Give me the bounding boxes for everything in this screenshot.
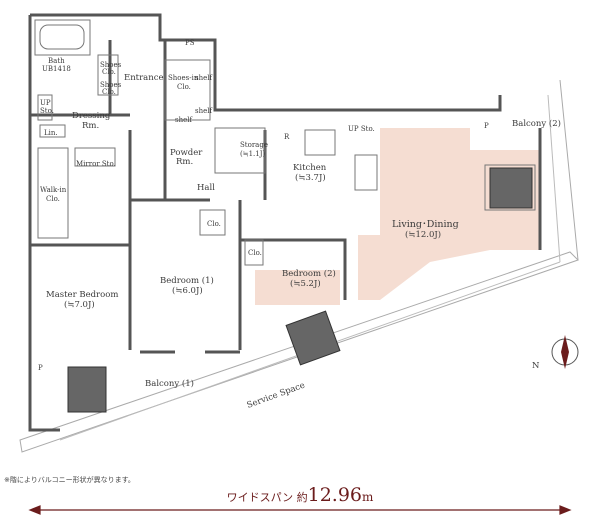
bedroom2-floor-tint xyxy=(255,270,340,305)
bath-code: UB1418 xyxy=(42,65,71,73)
bedroom1-sub: (≒6.0J) xyxy=(172,285,203,296)
compass: N xyxy=(532,335,579,371)
shelf-label-1: shelf xyxy=(195,74,213,82)
shoes-clo-1-sub: Clo. xyxy=(102,68,116,76)
walk-in-label: Walk-in xyxy=(40,186,67,194)
compass-north-label: N xyxy=(532,361,540,371)
living-label: Living･Dining xyxy=(392,219,459,230)
thin-walls xyxy=(34,19,536,266)
balcony2-label: Balcony (2) xyxy=(512,118,561,129)
linen-label: Lin. xyxy=(44,129,58,137)
balcony1-label: Balcony (1) xyxy=(145,378,194,389)
living-floor-tint xyxy=(358,128,540,300)
mirror-sto-label: Mirror Sto. xyxy=(76,160,116,168)
clo-label-1: Clo. xyxy=(207,220,221,228)
balcony2-ac-unit xyxy=(489,167,533,209)
ps-label: PS xyxy=(185,39,195,47)
balcony1-ac-unit xyxy=(67,366,107,413)
service-ac-unit xyxy=(285,310,341,366)
master-bedroom-label: Master Bedroom xyxy=(46,290,118,300)
powder-label: Powder xyxy=(170,148,203,158)
storage-label: Storage xyxy=(240,141,268,149)
bathtub xyxy=(39,24,85,50)
up-sto-label: UP xyxy=(40,99,51,107)
shelf-label-2: shelf xyxy=(195,107,213,115)
clo-label-2: Clo. xyxy=(248,249,262,257)
shoes-clo-1-label: Shoes xyxy=(100,61,122,69)
up-sto-sub: Sto. xyxy=(40,107,54,115)
bedroom2-sub: (≒5.2J) xyxy=(290,278,321,289)
shoes-clo-2-sub: Clo. xyxy=(102,88,116,96)
fridge-mark: R xyxy=(284,133,290,141)
service-space-edge-right2 xyxy=(547,94,561,263)
shoes-in-label: Shoes-in xyxy=(168,74,199,82)
hall-label: Hall xyxy=(197,183,215,193)
p-mark-1: P xyxy=(38,364,43,372)
shelf-label-3: shelf xyxy=(175,116,193,124)
storage-sub: (≒1.1J) xyxy=(240,150,266,158)
bedroom2-label: Bedroom (2) xyxy=(282,268,336,279)
master-bedroom-sub: (≒7.0J) xyxy=(64,299,95,310)
wide-span-label: ワイドスパン 約12.96m xyxy=(0,484,600,506)
dressing-label: Dressing xyxy=(72,111,111,121)
powder-sub: Rm. xyxy=(176,157,193,167)
wide-span-value: 12.96 xyxy=(307,484,363,506)
shoes-clo-2-label: Shoes xyxy=(100,81,122,89)
wide-span-prefix: ワイドスパン 約 xyxy=(226,491,308,504)
walk-in-sub: Clo. xyxy=(46,195,60,203)
service-space-edge-right xyxy=(559,79,579,261)
service-space-label: Service Space xyxy=(246,381,307,411)
kitchen-sub: (≒3.7J) xyxy=(295,172,326,183)
living-sub: (≒12.0J) xyxy=(405,229,441,240)
bedroom1-label: Bedroom (1) xyxy=(160,275,214,286)
bath-label: Bath xyxy=(48,57,65,65)
shoes-in-sub: Clo. xyxy=(177,83,191,91)
kitchen-up-sto-label: UP Sto. xyxy=(348,125,375,133)
entrance-label: Entrance xyxy=(124,73,164,83)
p-mark-2: P xyxy=(484,122,489,130)
span-dimension-arrow xyxy=(28,505,572,515)
dressing-sub: Rm. xyxy=(82,121,99,131)
balcony-shape-note: ※階によりバルコニー形状が異なります。 xyxy=(4,476,135,484)
wide-span-unit: m xyxy=(362,490,374,504)
kitchen-label: Kitchen xyxy=(293,163,327,173)
